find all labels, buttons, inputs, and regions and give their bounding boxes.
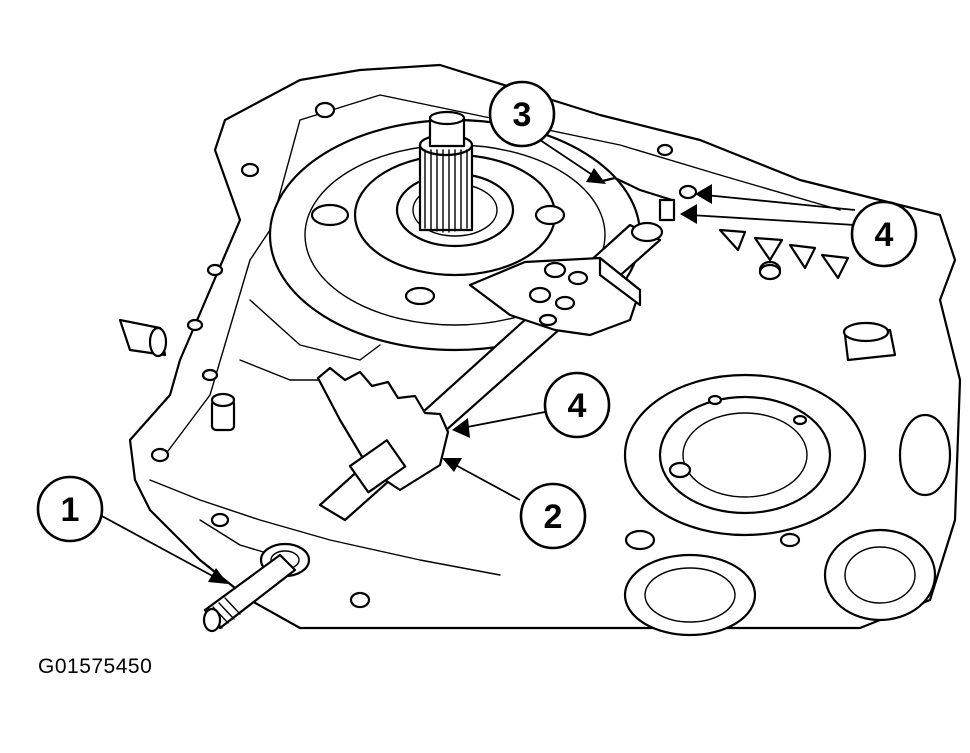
svg-text:1: 1	[61, 491, 80, 529]
figure-id-label: G01575450	[38, 655, 153, 678]
svg-text:3: 3	[513, 96, 532, 134]
svg-text:2: 2	[544, 498, 563, 536]
housing-ribs	[718, 228, 850, 281]
callout-4-upper: 4	[850, 200, 918, 268]
callout-1: 1	[36, 475, 104, 543]
detent-lever	[316, 366, 450, 494]
callout-2: 2	[519, 482, 587, 550]
callout-4-lower: 4	[543, 371, 611, 439]
retaining-clip	[596, 176, 698, 222]
differential-bearing-housing	[623, 373, 952, 637]
svg-text:4: 4	[568, 387, 587, 425]
callout-arrows	[99, 139, 856, 584]
svg-text:4: 4	[875, 216, 894, 254]
shift-lever-plate	[468, 256, 642, 337]
callout-3: 3	[488, 80, 556, 148]
